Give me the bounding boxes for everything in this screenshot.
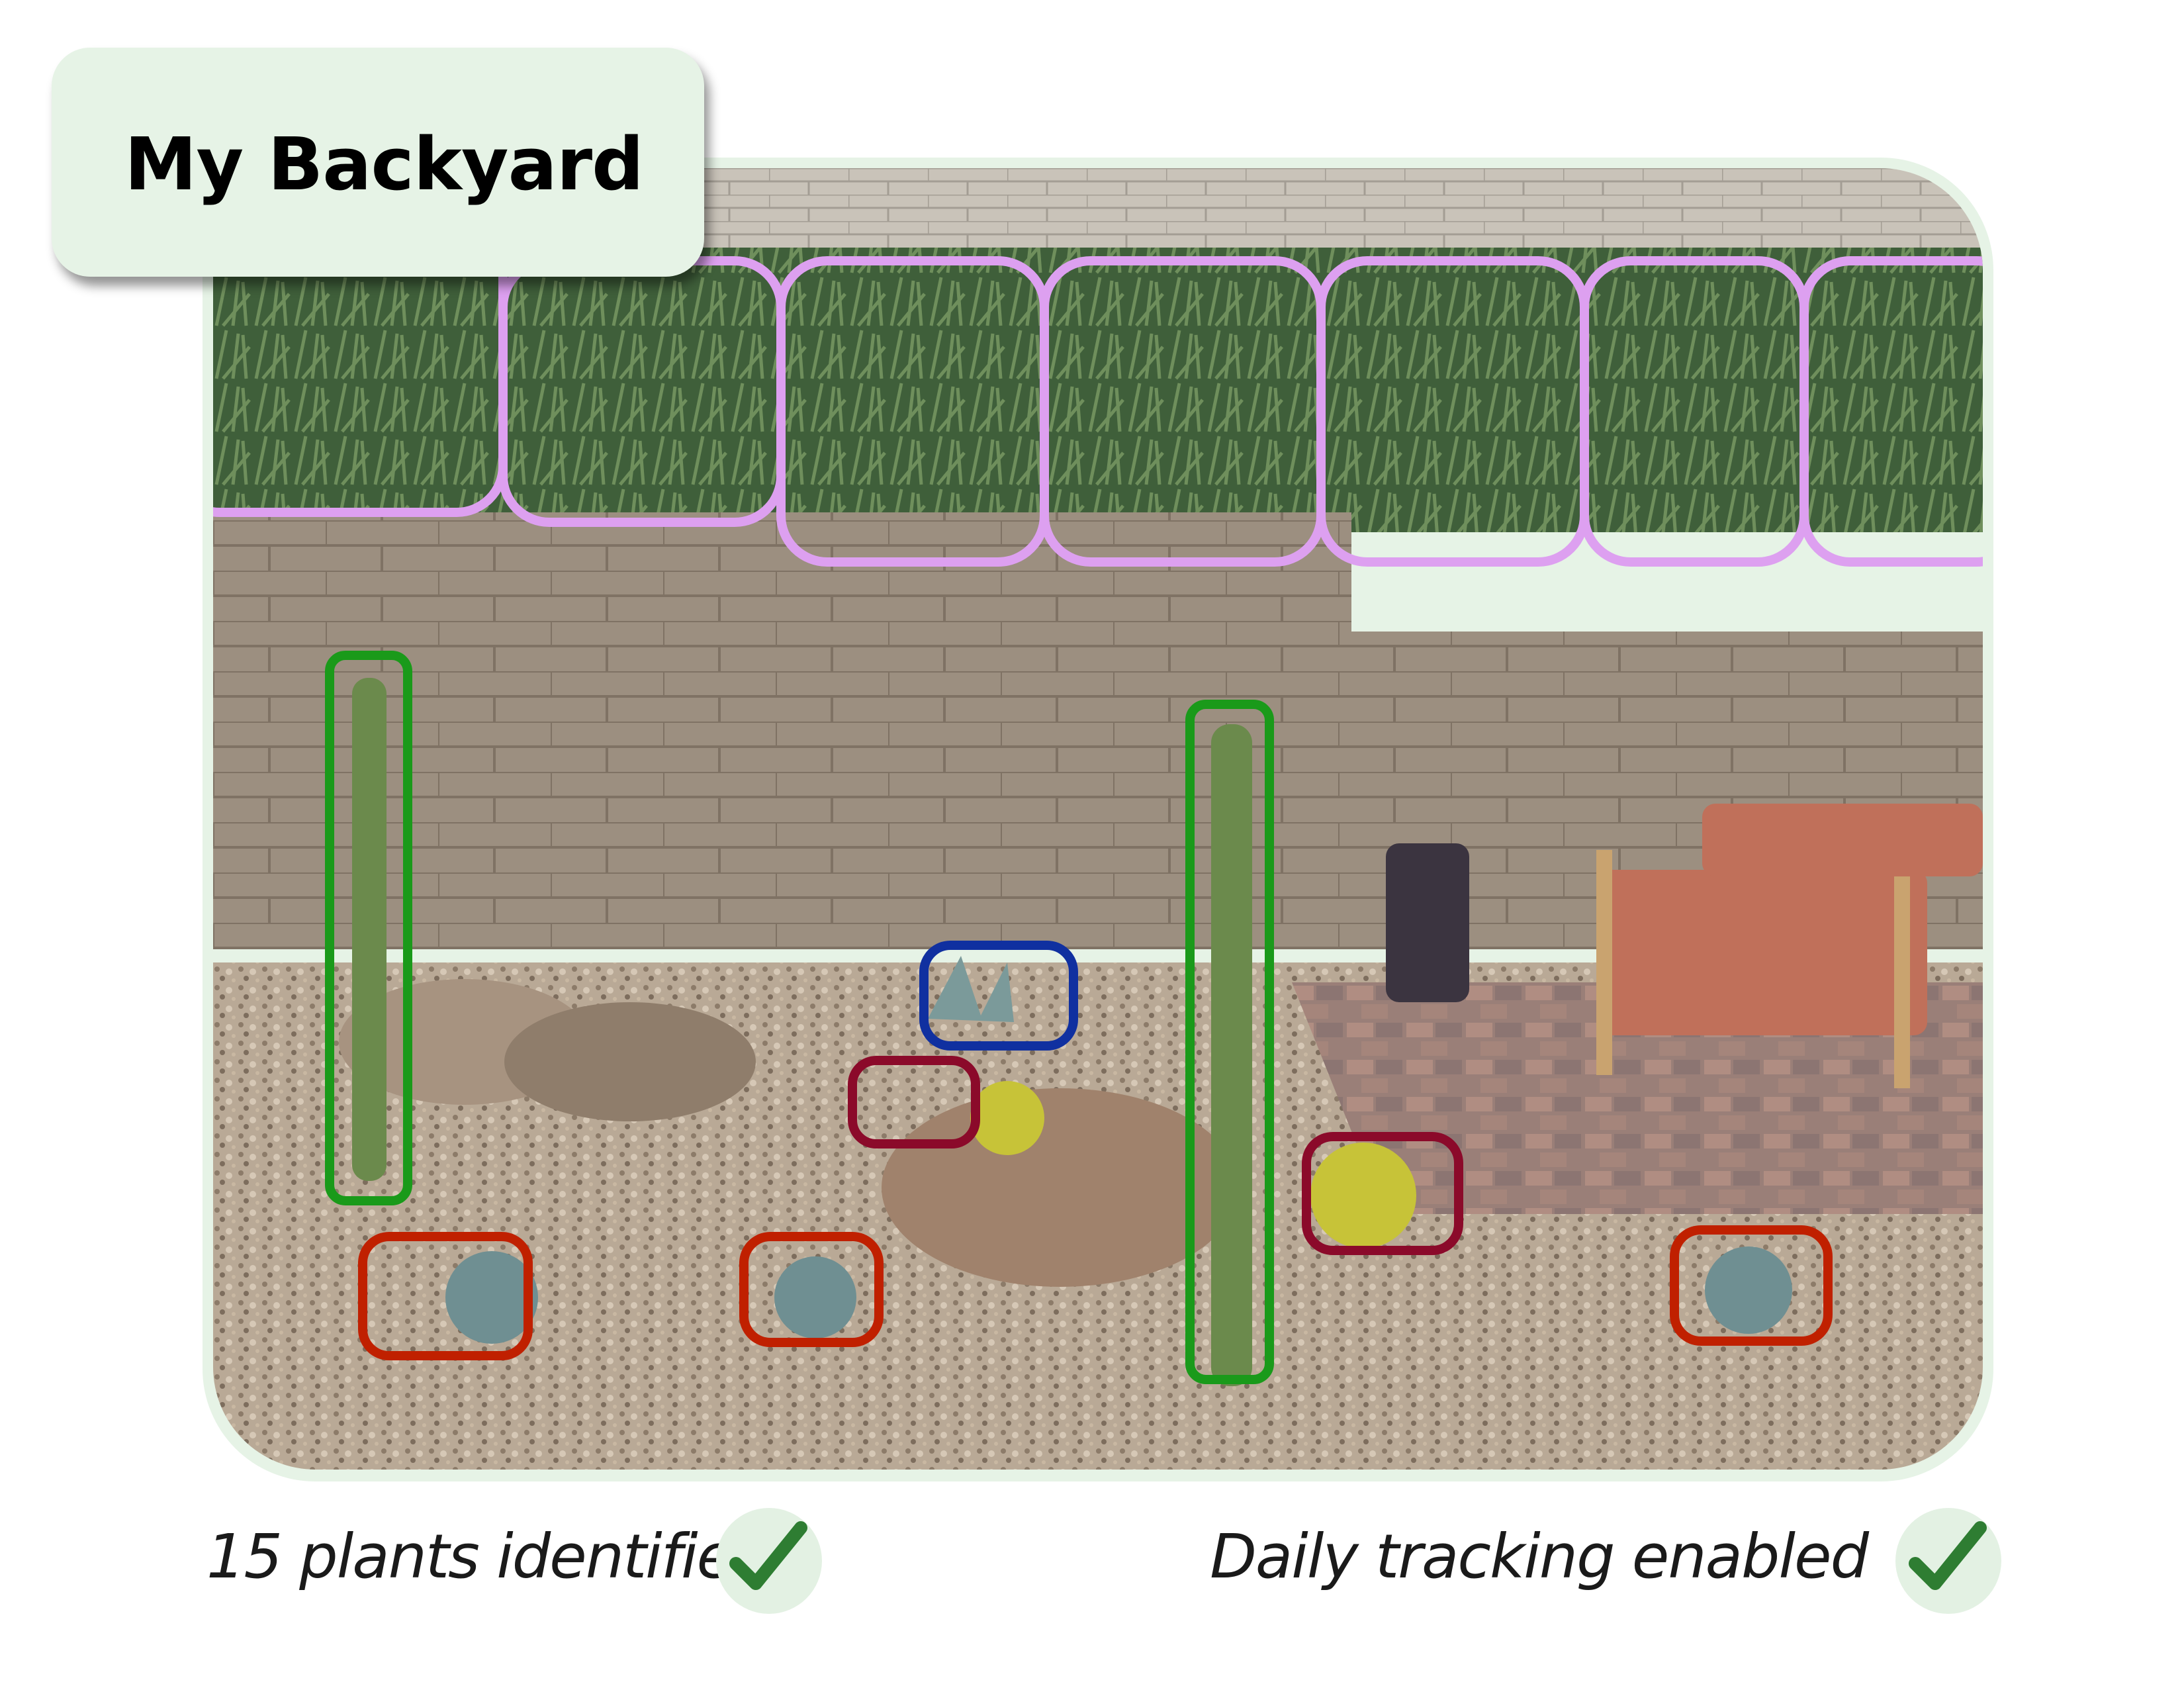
backyard-photo (213, 168, 1983, 1470)
checkmark-icon (716, 1508, 822, 1614)
plant-outline-barrel-cactus (1302, 1132, 1463, 1255)
checkmark-icon (1895, 1508, 2001, 1614)
planter-pot (1386, 843, 1469, 1002)
plant-outline-succulent (739, 1232, 884, 1347)
page-title: My Backyard (124, 122, 644, 207)
succulent (1705, 1246, 1792, 1334)
backyard-scene (213, 168, 1983, 1470)
patio-chair (1596, 870, 1927, 1035)
columnar-cactus (1211, 724, 1252, 1386)
plants-identified-caption: 15 plants identified (206, 1521, 772, 1592)
plant-outline-succulent (358, 1232, 533, 1360)
boulder (504, 1002, 756, 1121)
patio-pavers (1292, 982, 1983, 1214)
agave (928, 956, 1014, 1022)
plant-outline-succulent (1670, 1225, 1833, 1346)
retaining-wall (213, 512, 1983, 949)
succulent (774, 1256, 856, 1338)
plant-outline-barrel-cactus (848, 1056, 980, 1149)
barrel-cactus (1310, 1143, 1416, 1248)
succulent (445, 1251, 538, 1344)
barrel-cactus (970, 1081, 1044, 1155)
oleander-hedge (213, 248, 1983, 532)
plant-outline-columnar-cactus (1185, 700, 1274, 1384)
plant-outline-shrub (1799, 256, 1983, 567)
plant-outline-columnar-cactus (325, 651, 412, 1205)
daily-tracking-caption: Daily tracking enabled (1210, 1521, 1869, 1592)
plant-outline-agave (919, 941, 1078, 1051)
title-card: My Backyard (52, 48, 704, 277)
columnar-cactus (352, 678, 387, 1181)
